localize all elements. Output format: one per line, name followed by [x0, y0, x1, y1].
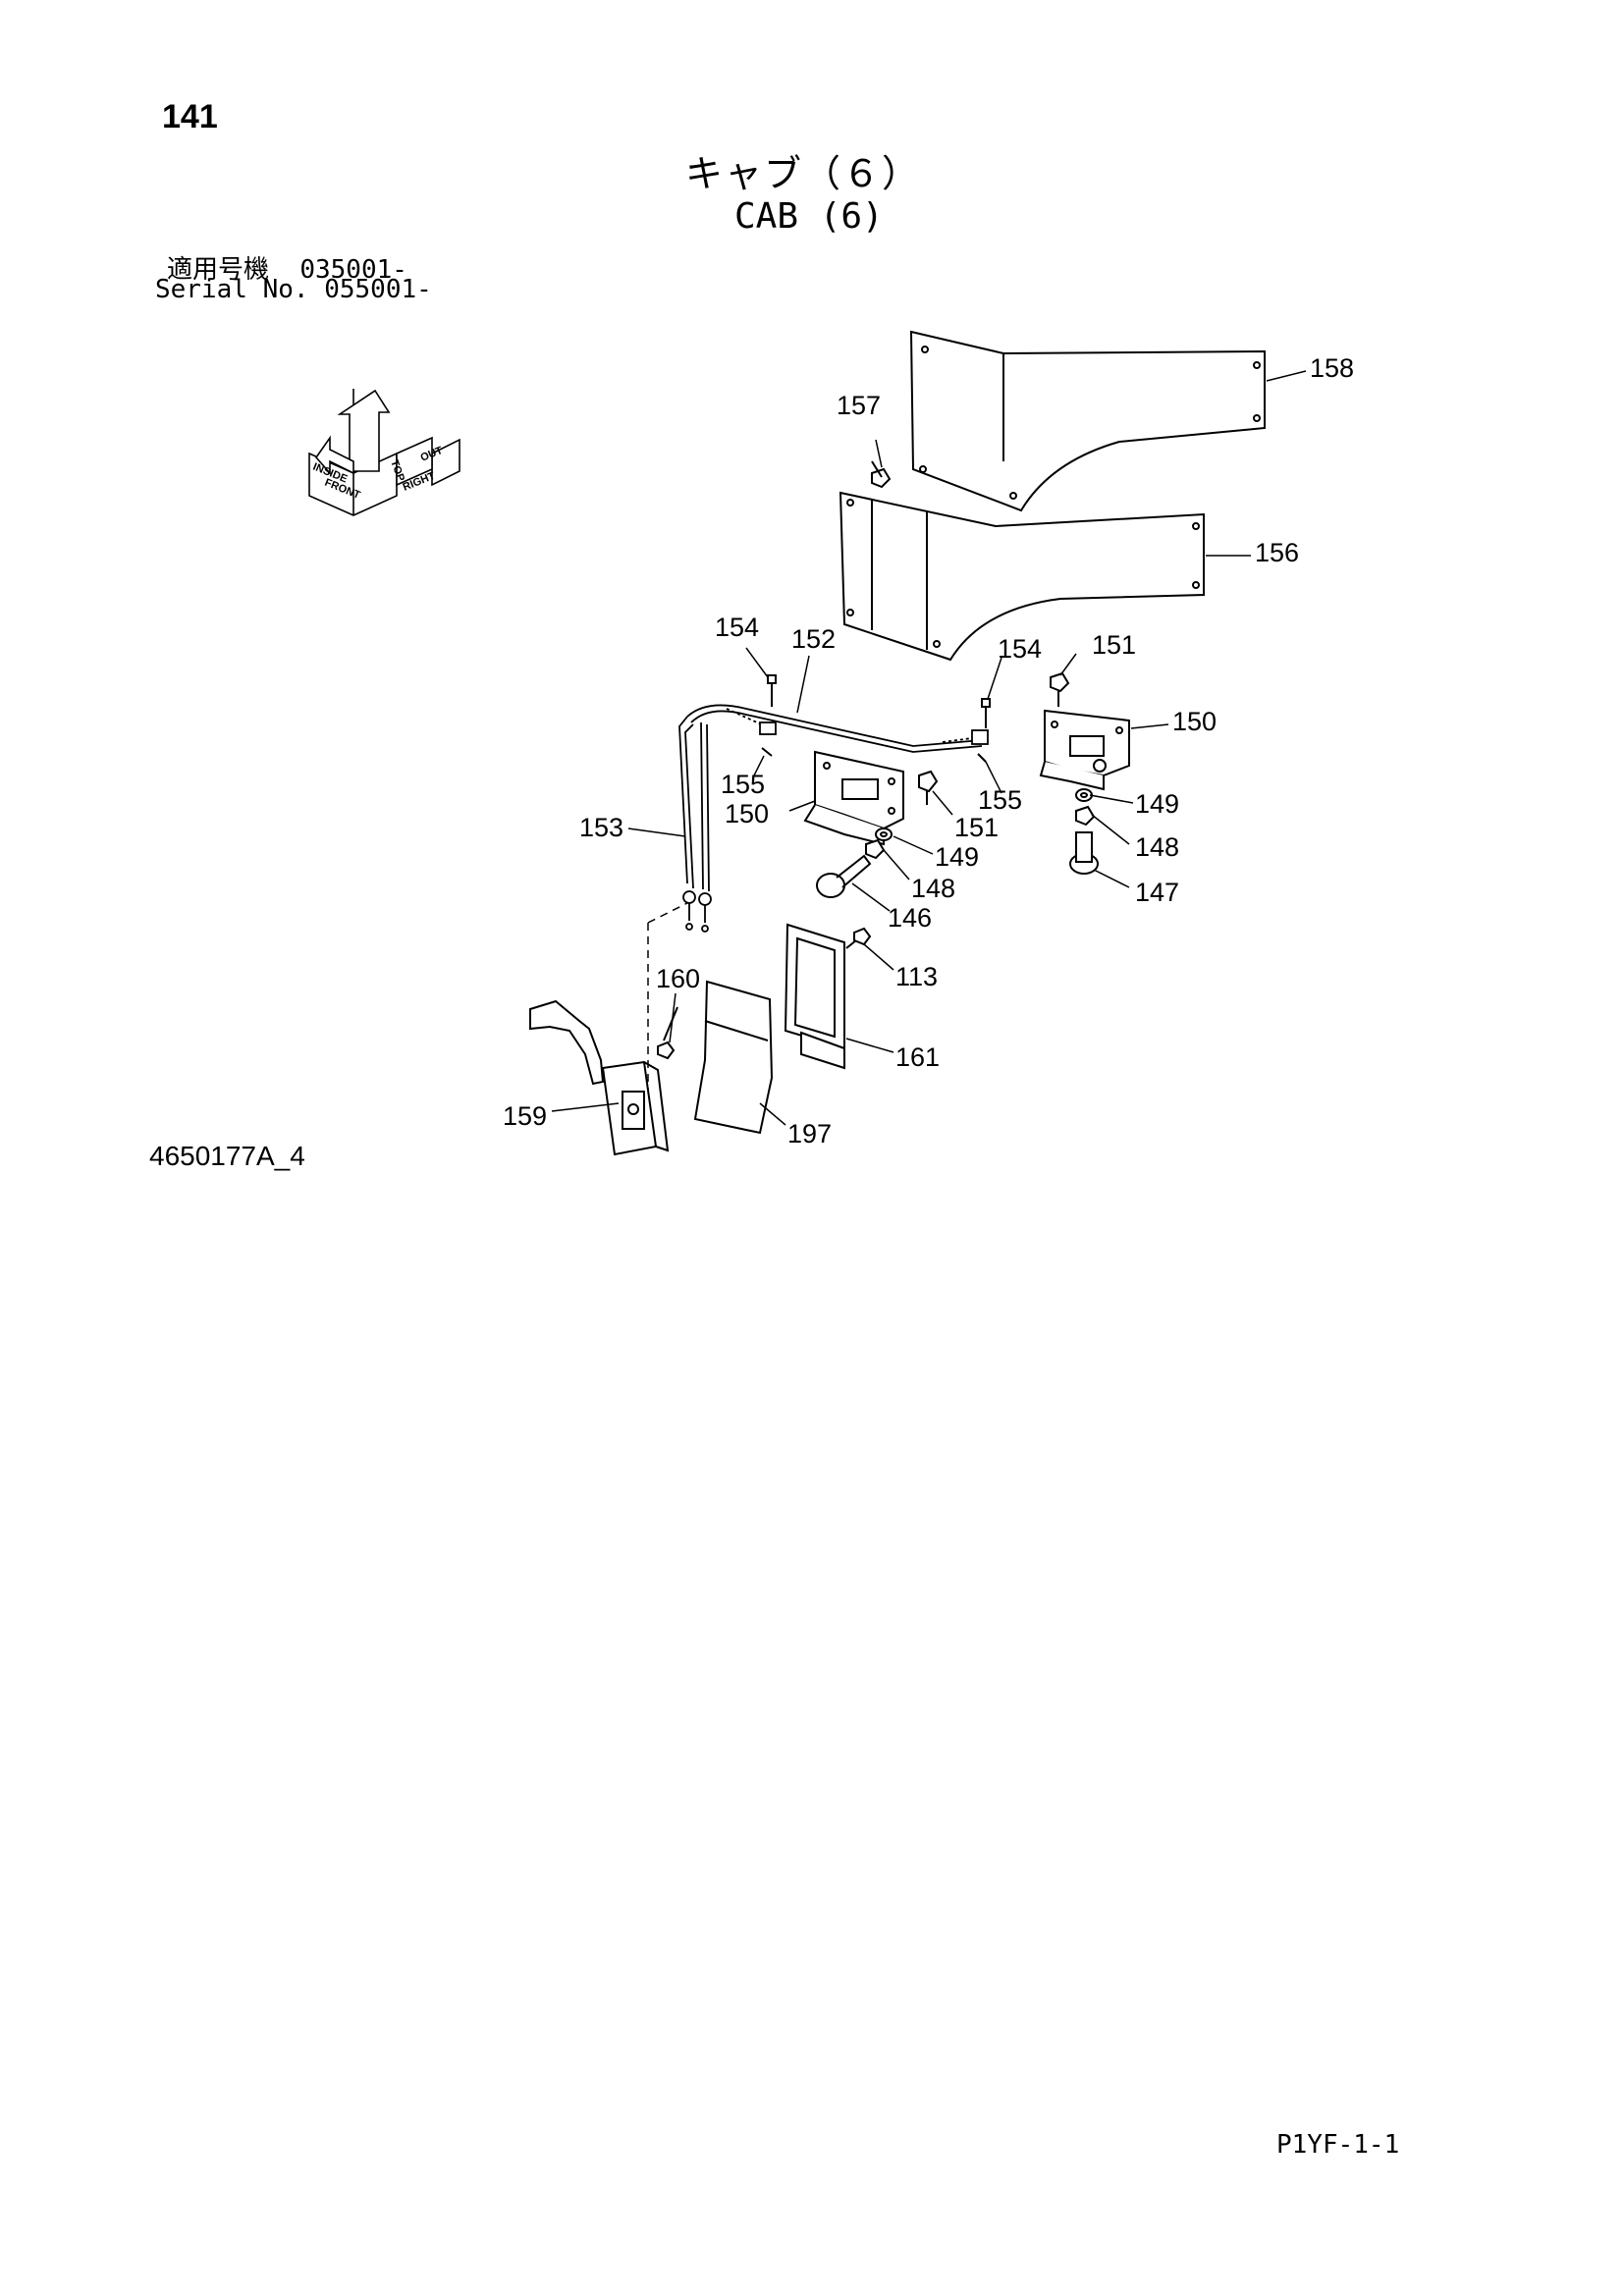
serial-label-en: Serial No.	[155, 275, 309, 304]
latch-150-right	[1039, 709, 1130, 791]
callout-156: 156	[1255, 538, 1299, 567]
drawing-number: 4650177A_4	[149, 1141, 305, 1171]
callout-148-left: 148	[911, 874, 955, 903]
orientation-compass-icon: FRONT INSIDE TOP RIGHT OUT	[308, 389, 460, 516]
callout-147: 147	[1135, 878, 1179, 907]
callout-149-right: 149	[1135, 789, 1179, 819]
striker-147	[1069, 831, 1099, 875]
callout-151-top: 151	[1092, 630, 1136, 660]
page-code: P1YF-1-1	[1276, 2130, 1400, 2160]
nut-148-left	[865, 838, 886, 860]
callout-158: 158	[1310, 353, 1354, 383]
callout-150-right: 150	[1172, 707, 1217, 736]
callout-numbers: 158 157 156 154 152 154 151 150 155 150 …	[503, 353, 1354, 1148]
page-number: 141	[162, 98, 218, 135]
callout-160: 160	[656, 964, 700, 993]
serial-label-jp: 適用号機	[167, 255, 270, 285]
callout-146: 146	[888, 903, 932, 933]
cover-panel-156	[839, 491, 1205, 662]
bolt-154-left	[767, 674, 777, 707]
callout-154-right: 154	[998, 634, 1042, 664]
callout-113: 113	[895, 962, 938, 991]
callout-155-left: 155	[721, 770, 765, 799]
callout-151-center: 151	[954, 813, 999, 842]
callout-161: 161	[895, 1042, 940, 1072]
callout-197: 197	[787, 1119, 832, 1148]
page-title-english: CAB (6)	[734, 196, 884, 237]
pin-155-left	[761, 747, 773, 757]
cover-panel-158	[909, 330, 1266, 512]
callout-154-left: 154	[715, 613, 759, 642]
callout-152: 152	[791, 624, 836, 654]
serial-value-en: 055001-	[324, 275, 432, 304]
bolt-160	[657, 1006, 678, 1060]
latch-150-left	[803, 750, 904, 846]
leader-lines	[551, 370, 1307, 1126]
mat-197	[693, 980, 774, 1135]
striker-146	[816, 854, 872, 898]
serial-range-japanese: 適用号機 035001-	[167, 249, 407, 286]
callout-159: 159	[503, 1101, 547, 1131]
page-title-japanese: キャブ（６）	[685, 152, 922, 195]
assembly-guide-line-2	[647, 902, 688, 924]
nut-148-right	[1075, 805, 1096, 827]
bracket-161	[784, 923, 845, 1070]
cable-assembly-152-153	[678, 704, 989, 933]
callout-148-right: 148	[1135, 832, 1179, 862]
serial-value-jp: 035001-	[299, 255, 407, 285]
bolt-151-center	[918, 770, 939, 805]
bolt-157	[871, 460, 892, 489]
callout-155-right: 155	[978, 785, 1022, 815]
washer-149-left	[875, 828, 893, 841]
callout-150-left: 150	[725, 799, 769, 828]
callout-153: 153	[579, 813, 623, 842]
pin-155-right	[977, 753, 987, 763]
pedal-assembly-159	[529, 999, 670, 1156]
washer-149-right	[1075, 788, 1093, 802]
serial-range-english: Serial No. 055001-	[155, 275, 432, 304]
callout-149-left: 149	[935, 842, 979, 872]
bolt-154-right	[981, 698, 991, 728]
bolt-151-top	[1050, 671, 1070, 707]
callout-157: 157	[837, 391, 881, 420]
bolt-113	[845, 927, 872, 949]
